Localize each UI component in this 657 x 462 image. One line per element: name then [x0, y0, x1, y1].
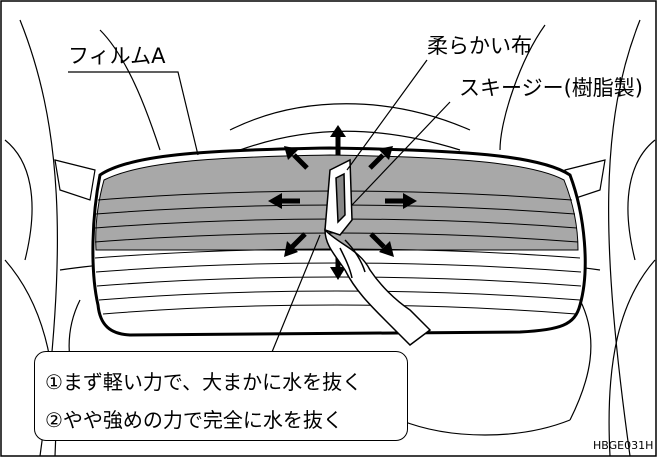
soft-cloth-label: 柔らかい布	[427, 34, 532, 58]
squeegee-label: スキージー(樹脂製)	[459, 76, 643, 100]
film-a-label: フィルムA	[68, 44, 166, 68]
instruction-box: ①まず軽い力で、大まかに水を抜く ②やや強めの力で完全に水を抜く	[34, 351, 408, 441]
instruction-step-1: ①まず軽い力で、大まかに水を抜く	[45, 370, 363, 394]
squeegee-direction-arrows	[268, 125, 417, 280]
hand-with-cloth	[324, 158, 432, 346]
instruction-step-2: ②やや強めの力で完全に水を抜く	[45, 408, 343, 432]
leader-lines	[68, 59, 451, 353]
figure-code: HBGE031H	[593, 439, 654, 452]
